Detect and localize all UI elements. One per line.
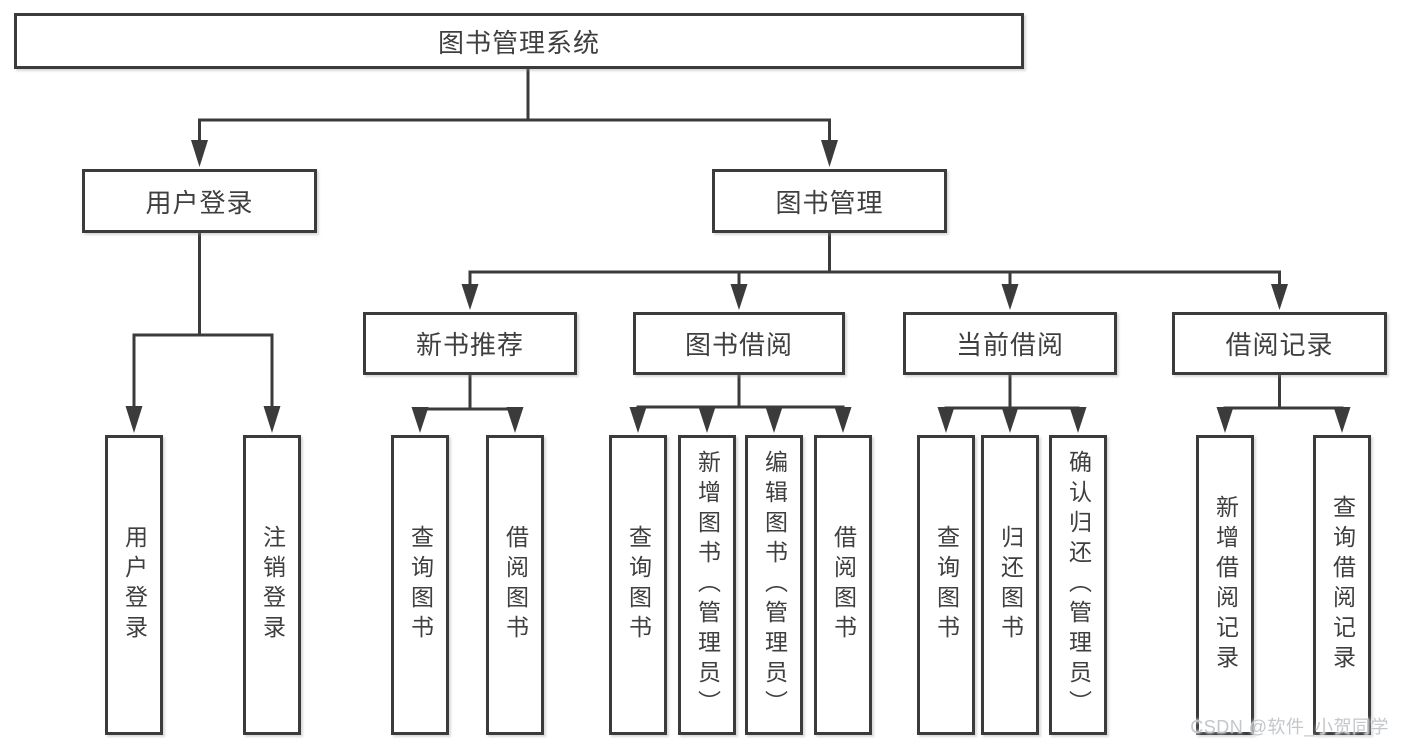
connector-book-management-to-level3: [461, 233, 1288, 310]
leaf-recommend-borrow-book: 借阅图书: [486, 435, 544, 735]
node-label: 当前借阅: [955, 330, 1064, 360]
node-label: 图书管理系统: [437, 27, 600, 58]
connector-current-to-leaves: [937, 375, 1087, 433]
leaf-current-query-book: 查询图书: [917, 435, 975, 735]
leaf-borrow-query-book: 查询图书: [609, 435, 667, 735]
node-label: 用户登录: [121, 525, 148, 645]
node-book-management: 图书管理: [712, 169, 947, 233]
connector-record-to-leaves: [1216, 375, 1351, 433]
connector-user-login-to-leaves: [125, 233, 281, 433]
node-label: 编辑图书（管理员）: [761, 450, 788, 720]
node-borrow-record: 借阅记录: [1172, 312, 1387, 375]
leaf-borrow-edit-book-admin: 编辑图书（管理员）: [745, 435, 803, 735]
node-root: 图书管理系统: [14, 13, 1024, 69]
leaf-record-query: 查询借阅记录: [1313, 435, 1371, 735]
node-user-login: 用户登录: [82, 169, 317, 233]
watermark: CSDN @软件_小贺同学: [1190, 717, 1389, 737]
leaf-borrow-add-book-admin: 新增图书（管理员）: [678, 435, 736, 735]
connector-root-to-level2: [191, 69, 838, 167]
node-new-book-recommend: 新书推荐: [363, 312, 577, 375]
leaf-user-login: 用户登录: [105, 435, 163, 735]
node-label: 查询借阅记录: [1329, 495, 1356, 675]
node-label: 新增图书（管理员）: [694, 450, 721, 720]
node-book-borrow: 图书借阅: [633, 312, 845, 375]
connector-recommend-to-leaves: [411, 375, 524, 433]
node-label: 归还图书: [997, 525, 1024, 645]
leaf-logout: 注销登录: [243, 435, 301, 735]
node-label: 查询图书: [625, 525, 652, 645]
node-label: 确认归还（管理员）: [1065, 450, 1092, 720]
node-current-borrow: 当前借阅: [903, 312, 1117, 375]
node-label: 新增借阅记录: [1212, 495, 1239, 675]
leaf-recommend-query-book: 查询图书: [391, 435, 449, 735]
node-label: 借阅图书: [830, 525, 857, 645]
node-label: 借阅记录: [1225, 330, 1334, 360]
leaf-current-confirm-return-admin: 确认归还（管理员）: [1049, 435, 1107, 735]
node-label: 查询图书: [933, 525, 960, 645]
leaf-record-add: 新增借阅记录: [1196, 435, 1254, 735]
node-label: 查询图书: [407, 525, 434, 645]
leaf-current-return-book: 归还图书: [981, 435, 1039, 735]
node-label: 借阅图书: [502, 525, 529, 645]
node-label: 用户登录: [145, 187, 254, 218]
node-label: 新书推荐: [415, 330, 524, 360]
node-label: 注销登录: [259, 525, 286, 645]
connector-borrow-to-leaves: [629, 375, 852, 433]
leaf-borrow-borrow-book: 借阅图书: [814, 435, 872, 735]
node-label: 图书借阅: [684, 330, 793, 360]
node-label: 图书管理: [775, 187, 884, 218]
